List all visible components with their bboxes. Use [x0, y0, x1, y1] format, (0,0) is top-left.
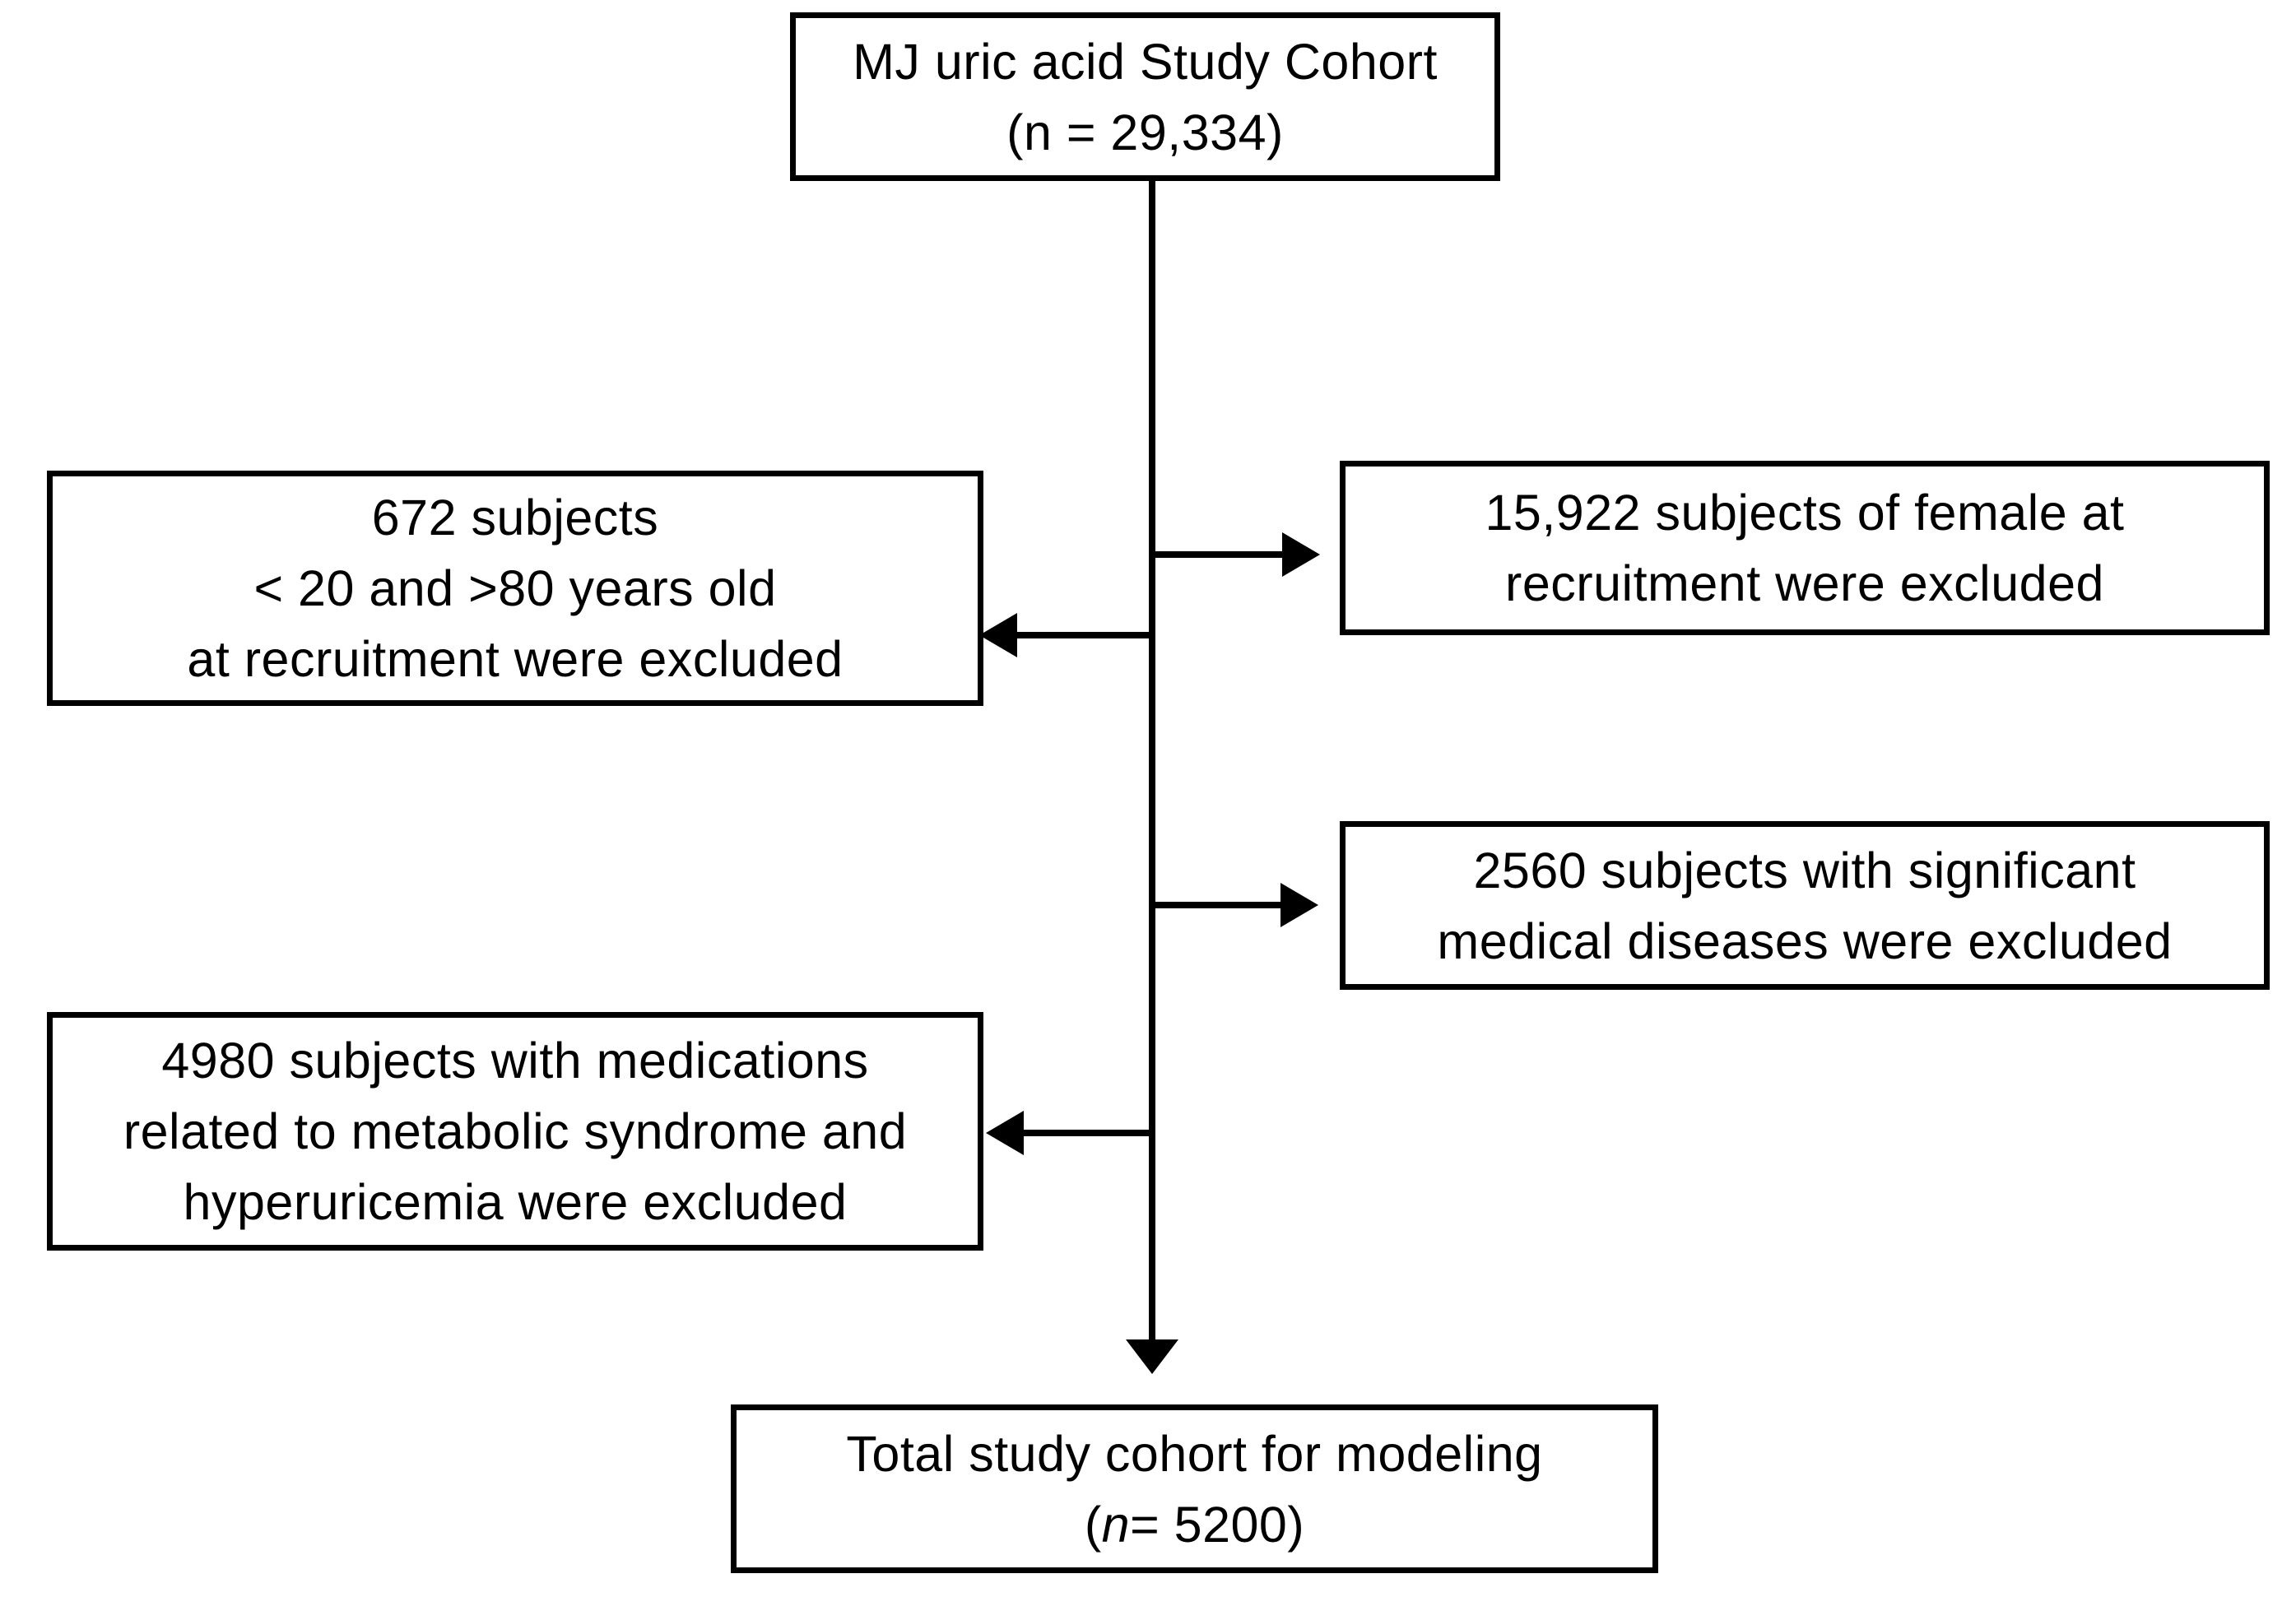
branch-line-to-age-exclusion: [1014, 632, 1155, 638]
medications-exclusion-line-2: related to metabolic syndrome and: [123, 1103, 908, 1159]
female-exclusion-line-2: recruitment were excluded: [1505, 555, 2104, 611]
age-exclusion-line-3: at recruitment were excluded: [187, 631, 844, 687]
arrowhead-right-icon: [1280, 883, 1318, 927]
branch-line-to-medications-exclusion: [1020, 1130, 1155, 1136]
age-exclusion-line-1: 672 subjects: [371, 490, 659, 545]
cohort-box-line-1: MJ uric acid Study Cohort: [853, 33, 1438, 90]
arrowhead-down-icon: [1126, 1339, 1178, 1374]
final-cohort-line-1: Total study cohort for modeling: [846, 1425, 1543, 1482]
medications-exclusion-box: 4980 subjects with medications related t…: [47, 1012, 983, 1251]
branch-line-to-female-exclusion: [1152, 551, 1284, 558]
arrowhead-left-icon: [986, 1111, 1024, 1155]
medications-exclusion-line-3: hyperuricemia were excluded: [183, 1174, 848, 1230]
cohort-box: MJ uric acid Study Cohort (n = 29,334): [790, 12, 1500, 181]
medical-exclusion-line-2: medical diseases were excluded: [1437, 912, 2173, 969]
medications-exclusion-line-1: 4980 subjects with medications: [161, 1033, 869, 1089]
final-cohort-italic-n: n: [1101, 1496, 1131, 1553]
age-exclusion-box: 672 subjects < 20 and >80 years old at r…: [47, 471, 983, 706]
cohort-box-line-2: (n = 29,334): [1006, 104, 1284, 160]
final-cohort-paren-open: (: [1084, 1496, 1102, 1553]
female-exclusion-line-1: 15,922 subjects of female at: [1485, 485, 2125, 541]
final-cohort-line-2: (n= 5200): [1085, 1489, 1304, 1560]
main-flow-line: [1149, 181, 1155, 1339]
arrowhead-right-icon: [1282, 532, 1320, 577]
final-cohort-n-value: = 5200): [1130, 1496, 1305, 1553]
age-exclusion-line-2: < 20 and >80 years old: [253, 560, 777, 616]
branch-line-to-medical-exclusion: [1152, 902, 1282, 908]
arrowhead-left-icon: [979, 613, 1017, 657]
final-cohort-box: Total study cohort for modeling (n= 5200…: [731, 1404, 1658, 1573]
medical-disease-exclusion-box: 2560 subjects with significant medical d…: [1340, 821, 2270, 990]
medical-exclusion-line-1: 2560 subjects with significant: [1473, 842, 2136, 898]
female-exclusion-box: 15,922 subjects of female at recruitment…: [1340, 461, 2270, 635]
